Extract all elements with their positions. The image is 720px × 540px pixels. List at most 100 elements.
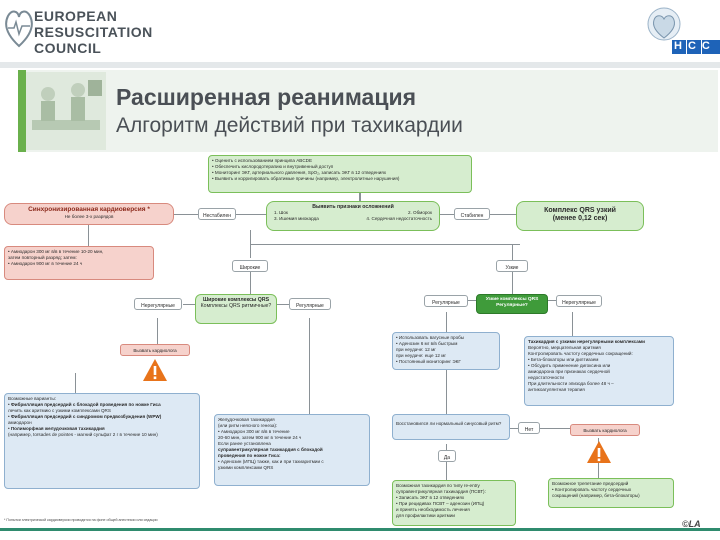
yes-label: Да xyxy=(438,450,456,462)
vagal-manoeuvres-box: • Использовать вагусные пробы • Аденозин… xyxy=(392,332,500,370)
resuscitation-team-illustration-icon xyxy=(26,72,106,150)
adverse-feature-item: 1. Шок xyxy=(274,210,288,215)
narrow-qrs-title: Узкие комплексы QRS xyxy=(485,297,539,302)
flutter-line: • Контролировать частоту сердечных xyxy=(552,487,632,492)
connector xyxy=(446,370,447,414)
seek-expert-right-box: Вызвать кардиолога xyxy=(570,424,640,436)
connector xyxy=(75,373,76,393)
connector xyxy=(250,272,251,296)
vt-line: проведения по ножке Гиса: xyxy=(218,453,281,458)
irregular-narrow-line: • Обсудить применение дигоксина или xyxy=(528,363,611,368)
connector xyxy=(183,304,195,305)
wide-qrs-title: Широкие комплексы QRS xyxy=(202,297,270,303)
reentry-line: и принять необходимость лечения xyxy=(396,507,470,512)
org-name-line-1: EUROPEAN xyxy=(34,8,118,24)
reentry-psvt-box: Возможная тахикардия по типу re-entry су… xyxy=(392,480,516,526)
irregular-label-left: Нерегулярные xyxy=(134,298,182,310)
partner-logo-text: НСС xyxy=(674,40,716,52)
irregular-narrow-line: амиодарона при признаках сердечной xyxy=(528,369,610,374)
assessment-line: • Выявить и корригировать обратимые прич… xyxy=(212,176,400,181)
vagal-line: • Аденозин 6 мг в/в быстрым xyxy=(396,341,458,346)
seek-expert-left-box: Вызвать кардиолога xyxy=(120,344,190,356)
synchronized-cardioversion-note: Не более 3-х разрядов xyxy=(64,214,114,219)
connector xyxy=(548,300,556,301)
reentry-line: • При рецидивах ПСВТ – аденозин (ИПЦ) xyxy=(396,501,485,506)
warning-icon xyxy=(143,359,167,381)
stable-label: Стабилен xyxy=(454,208,490,220)
connector xyxy=(468,300,476,301)
page-subtitle: Алгоритм действий при тахикардии xyxy=(116,114,463,137)
connector xyxy=(359,193,361,201)
title-banner-accent xyxy=(18,70,26,152)
regular-label-right: Регулярные xyxy=(424,295,468,307)
adverse-feature-item: 2. Обморок xyxy=(407,210,432,215)
vt-line: суправентрикулярная тахикардия с блокадо… xyxy=(218,447,323,452)
adverse-features-box: Выявить признаки осложнений 1. Шок 2. Об… xyxy=(266,201,440,231)
vt-line: • Амиодарон 300 мг в/в в течение xyxy=(218,429,290,434)
irregular-narrow-line: антикоагулянтная терапия xyxy=(528,387,585,392)
adverse-features-row: 3. Ишемия миокарда 4. Сердечная недостат… xyxy=(270,216,436,222)
assessment-line: • Оценить с использованием принципа ABCD… xyxy=(212,158,313,163)
adverse-features-row: 1. Шок 2. Обморок xyxy=(270,210,436,216)
possibilities-line: лечить как аритмию с узкими комплексами … xyxy=(8,408,111,413)
reentry-line: Возможная тахикардия по типу re-entry xyxy=(396,483,480,488)
qrs-narrow-box: Комплекс QRS узкий (менее 0,12 сек) xyxy=(516,201,644,231)
amiodarone-line: затем повторный разряд; затем: xyxy=(8,255,77,260)
amiodarone-line: • Амиодарон 900 мг в течение 24 ч xyxy=(8,261,83,266)
narrow-qrs-question: Регулярные? xyxy=(496,303,528,308)
vagal-line: при неудаче: 12 мг xyxy=(396,347,436,352)
page-title: Расширенная реанимация xyxy=(116,84,417,110)
vt-line: Желудочковая тахикардия xyxy=(218,417,275,422)
narrow-label: Узкие xyxy=(496,260,528,272)
possibilities-line: • Фибрилляция предсердий с блокадой пров… xyxy=(8,402,161,407)
irregular-narrow-tachycardia-box: Тахикардия с узкими нерегулярными компле… xyxy=(524,336,674,406)
wide-label: Широкие xyxy=(232,260,268,272)
possibilities-line: (например, torsades de pointes - магний … xyxy=(8,432,158,437)
amiodarone-box: • Амиодарон 300 мг в/в в течение 10-20 м… xyxy=(4,246,154,280)
synchronized-cardioversion-box: Синхронизированная кардиоверсия * Не бол… xyxy=(4,203,174,225)
possibilities-box: Возможные варианты: • Фибрилляция предсе… xyxy=(4,393,200,489)
warning-icon xyxy=(587,441,611,463)
header-divider xyxy=(0,62,720,68)
footnote: * Попытки электрической кардиоверсии про… xyxy=(4,518,158,522)
title-banner xyxy=(18,70,718,152)
wide-qrs-box: Широкие комплексы QRS Комплексы QRS ритм… xyxy=(195,294,277,324)
no-label: Нет xyxy=(518,422,540,434)
reentry-line: • Записать ЭКГ в 12 отведениях xyxy=(396,495,465,500)
unstable-label: Нестабилен xyxy=(198,208,236,220)
adverse-feature-item: 3. Ишемия миокарда xyxy=(274,216,319,221)
irregular-narrow-line: • Бета-блокаторы или дилтиазем xyxy=(528,357,599,362)
sinus-rhythm-question: Восстановился ли нормальный синусовый ри… xyxy=(396,421,502,426)
connector xyxy=(309,318,310,414)
erc-heart-logo-icon xyxy=(5,10,33,48)
connector xyxy=(446,444,447,480)
footer-divider xyxy=(0,528,720,531)
sinus-rhythm-question-box: Восстановился ли нормальный синусовый ри… xyxy=(392,414,510,440)
atrial-flutter-box: Возможное трепетание предсердий • Контро… xyxy=(548,478,674,508)
connector xyxy=(250,244,520,245)
vagal-line: • Использовать вагусные пробы xyxy=(396,335,465,340)
possibilities-line: • Полиморфная желудочковая тахикардия xyxy=(8,426,105,431)
narrow-qrs-box: Узкие комплексы QRS Регулярные? xyxy=(476,294,548,314)
assessment-line: • Мониторинг ЭКГ, артериального давления… xyxy=(212,170,387,175)
vagal-line: • Постоянный мониторинг ЭКГ xyxy=(396,359,461,364)
regular-label-left: Регулярные xyxy=(289,298,331,310)
nsc-partner-logo-icon xyxy=(647,7,720,54)
irregular-narrow-line: При длительности эпизода более 48 ч – xyxy=(528,381,614,386)
ventricular-tachycardia-box: Желудочковая тахикардия (или ритм неясно… xyxy=(214,414,370,486)
irregular-narrow-line: недостаточности xyxy=(528,375,564,380)
vagal-line: при неудаче: еще 12 мг xyxy=(396,353,447,358)
org-name-line-2: RESUSCITATION xyxy=(34,24,153,40)
connector xyxy=(572,312,573,336)
vt-line: 20-60 мин, затем 900 мг в течение 24 ч xyxy=(218,435,302,440)
irregular-narrow-line: Контролировать частоту сердечных сокраще… xyxy=(528,351,633,356)
assessment-line: • Обеспечить кислородотерапию и внутриве… xyxy=(212,164,334,169)
adverse-feature-item: 4. Сердечная недостаточность xyxy=(366,216,432,221)
connector xyxy=(277,304,289,305)
vt-line: Если ранее установлена xyxy=(218,441,271,446)
synchronized-cardioversion-title: Синхронизированная кардиоверсия * xyxy=(28,206,150,213)
connector xyxy=(88,224,89,246)
reentry-line: для профилактики аритмии xyxy=(396,513,455,518)
connector xyxy=(157,318,158,344)
adverse-features-title: Выявить признаки осложнений xyxy=(312,204,394,210)
